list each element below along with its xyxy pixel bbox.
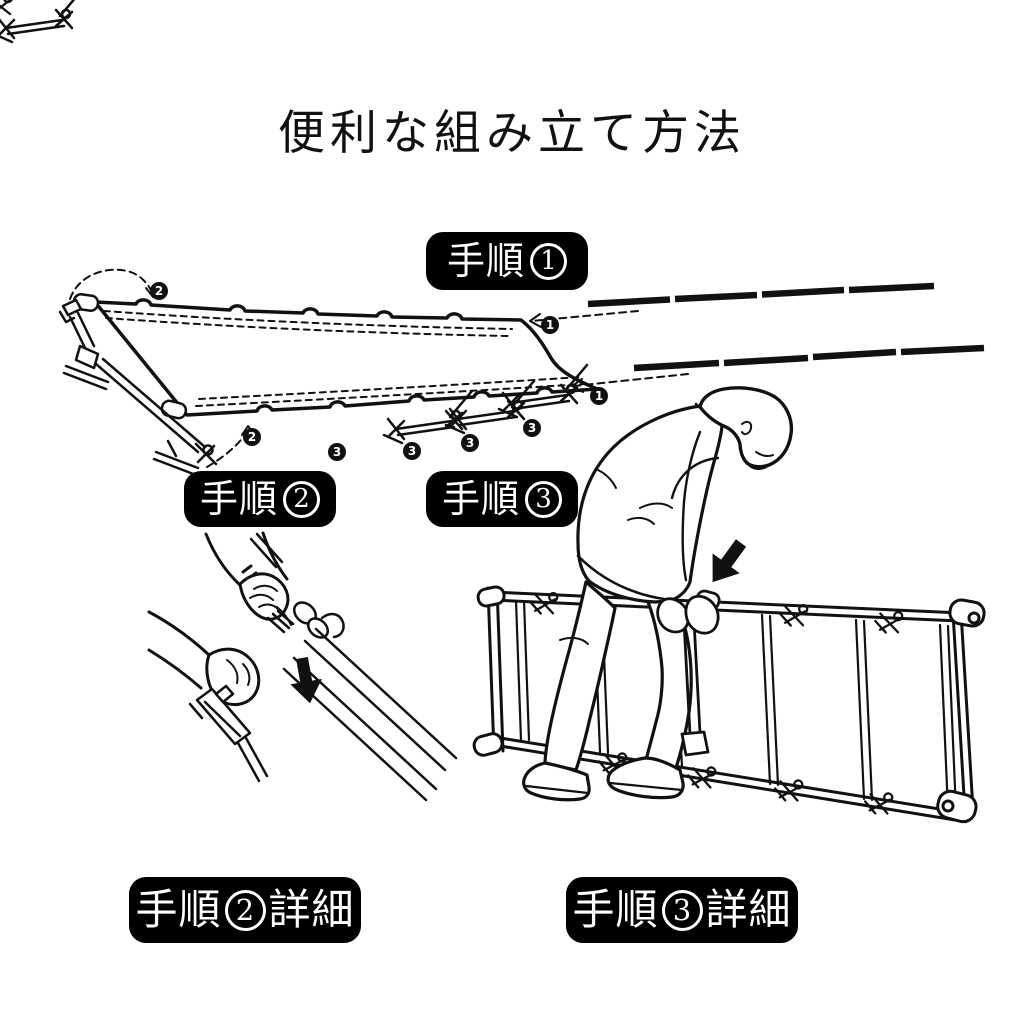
page-title: 便利な組み立て方法 (278, 106, 746, 161)
cot-overview-illustration (0, 0, 985, 477)
sleeve-stitch-lines (103, 310, 586, 407)
step2-detail-illustration (147, 531, 458, 802)
jacket-hem (576, 554, 666, 601)
side-pole-top (587, 282, 935, 308)
badge-step-2-detail-suffix: 詳細 (268, 885, 355, 934)
person-far-leg (543, 580, 617, 772)
badge-step-3-detail-suffix: 詳細 (705, 885, 792, 934)
marker-leg-unfold: 2 (243, 428, 261, 446)
badge-step-2-label: 手順 (199, 477, 278, 521)
marker-folded-leg-4: 3 (523, 419, 541, 437)
left-shoe (522, 761, 591, 802)
badge-step-3-detail: 手順 3 詳細 (566, 877, 798, 943)
side-pole-bottom (633, 344, 985, 372)
marker-corner-fold: 2 (150, 282, 168, 300)
beard (748, 463, 771, 470)
badge-step-3-number: 3 (525, 480, 562, 518)
marker-pole-insert-bottom: 1 (590, 387, 608, 405)
badge-step-2-detail-prefix: 手順 (135, 885, 222, 934)
badge-step-2-number: 2 (283, 480, 320, 518)
marker-folded-leg-3: 3 (461, 434, 479, 452)
badge-step-3: 手順 3 (426, 471, 578, 527)
cot-end-leg-left (58, 298, 218, 477)
badge-step-2: 手順 2 (184, 471, 336, 527)
pole-joint-lock (266, 601, 345, 639)
badge-step-1: 手順 1 (426, 232, 588, 290)
press-down-arrow (290, 656, 322, 704)
gripping-hands (656, 594, 720, 635)
badge-step-2-detail-number: 2 (224, 889, 266, 931)
marker-folded-leg-1: 3 (328, 443, 346, 461)
marker-pole-insert-top: 1 (541, 316, 559, 334)
marker-folded-leg-2: 3 (403, 442, 421, 460)
end-foot-bracket (188, 684, 269, 783)
badge-step-1-label: 手順 (446, 239, 525, 283)
gripping-hand (238, 572, 292, 626)
badge-step-1-number: 1 (530, 242, 567, 280)
ear (741, 420, 753, 436)
press-down-arrow (712, 539, 747, 583)
person-figure (522, 386, 794, 802)
cot-fabric (72, 293, 599, 420)
badge-step-3-label: 手順 (441, 477, 520, 521)
leg-bracket (0, 0, 13, 16)
arm-seam (681, 430, 702, 582)
frame-poles-lower (282, 627, 458, 802)
badge-step-3-detail-prefix: 手順 (572, 885, 659, 934)
pole-upper (249, 532, 284, 569)
step3-detail-illustration (0, 0, 986, 824)
lower-arm (147, 610, 211, 690)
badge-step-3-detail-number: 3 (661, 889, 703, 931)
cot-straps (514, 599, 958, 813)
badge-step-2-detail: 手順 2 詳細 (129, 877, 361, 943)
insert-arrow-bottom (571, 373, 689, 393)
cot-folded-legs (0, 0, 589, 445)
